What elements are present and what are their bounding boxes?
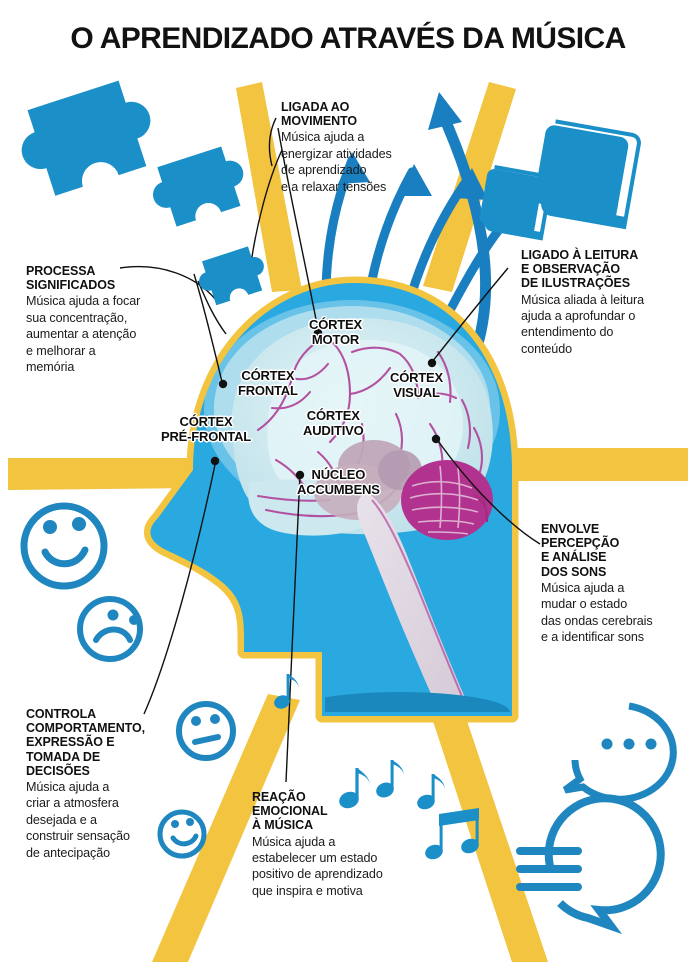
callout-body: Música ajuda a mudar o estado das ondas … — [541, 580, 653, 645]
callout-reacao-emocional: REAÇÃO EMOCIONAL À MÚSICA Música ajuda a… — [252, 790, 427, 899]
brain-label-cortex-auditivo: CÓRTEX AUDITIVO — [303, 408, 364, 438]
callout-heading: REAÇÃO EMOCIONAL À MÚSICA — [252, 790, 328, 833]
leader-dots — [210, 328, 441, 480]
callout-ligada-ao-movimento: LIGADA AO MOVIMENTO Música ajuda a energ… — [281, 100, 431, 195]
callout-body: Música ajuda a focar sua concentração, a… — [26, 294, 141, 375]
brain-label-cortex-visual: CÓRTEX VISUAL — [390, 370, 443, 400]
callout-body: Música aliada à leitura ajuda a aprofund… — [521, 292, 645, 356]
cerebellum — [401, 460, 493, 540]
neutral-face-icon — [176, 701, 236, 761]
neutral-face-eyes — [191, 714, 220, 726]
callout-controla-comportamento: CONTROLA COMPORTAMENTO, EXPRESSÃO E TOMA… — [26, 707, 186, 861]
callout-processa-significados: PROCESSA SIGNIFICADOS Música ajuda a foc… — [26, 264, 176, 375]
callout-body: Música ajuda a estabelecer um estado pos… — [252, 834, 383, 898]
sad-face-eyes — [107, 609, 139, 625]
callout-heading: LIGADA AO MOVIMENTO — [281, 100, 357, 129]
curved-arrow-head-icon — [428, 92, 462, 130]
happy-face-icon — [20, 502, 108, 590]
brain-label-cortex-frontal: CÓRTEX FRONTAL — [238, 368, 298, 398]
callout-heading: PROCESSA SIGNIFICADOS — [26, 264, 116, 293]
neck-shadow — [290, 692, 510, 712]
brain-label-cortex-motor: CÓRTEX MOTOR — [309, 317, 362, 347]
leader-lines — [119, 117, 541, 783]
book-icon — [479, 119, 641, 241]
callout-body: Música ajuda a criar a atmosfera desejad… — [26, 780, 130, 860]
callout-heading: CONTROLA COMPORTAMENTO, EXPRESSÃO E TOMA… — [26, 707, 145, 778]
page-title: O APRENDIZADO ATRAVÉS DA MÚSICA — [70, 22, 626, 55]
music-note-icon — [274, 674, 479, 860]
sad-face-icon — [77, 596, 143, 662]
callout-envolve-percepcao: ENVOLVE PERCEPÇÃO E ANÁLISE DOS SONS Mús… — [541, 522, 693, 645]
curved-arrow-icon — [440, 116, 492, 362]
happy-face-eyes — [43, 517, 86, 534]
callout-heading: LIGADO À LEITURA E OBSERVAÇÃO DE ILUSTRA… — [521, 248, 639, 291]
callout-ligado-a-leitura: LIGADO À LEITURA E OBSERVAÇÃO DE ILUSTRA… — [521, 248, 691, 357]
puzzle-piece-icon — [21, 80, 264, 306]
brain-illustration — [204, 300, 510, 712]
brain-label-cortex-pre-frontal: CÓRTEX PRÉ-FRONTAL — [161, 414, 251, 444]
happy-face-small-icon — [157, 809, 207, 859]
callout-body: Música ajuda a energizar atividades de a… — [281, 130, 392, 194]
speech-bubble-lines-icon — [516, 794, 665, 935]
callout-heading: ENVOLVE PERCEPÇÃO E ANÁLISE DOS SONS — [541, 522, 620, 579]
speech-bubble-dots-icon — [562, 702, 677, 803]
happy-face-small-eyes — [171, 818, 194, 828]
brain-label-nucleo-accumbens: NÚCLEO ACCUMBENS — [297, 467, 380, 497]
